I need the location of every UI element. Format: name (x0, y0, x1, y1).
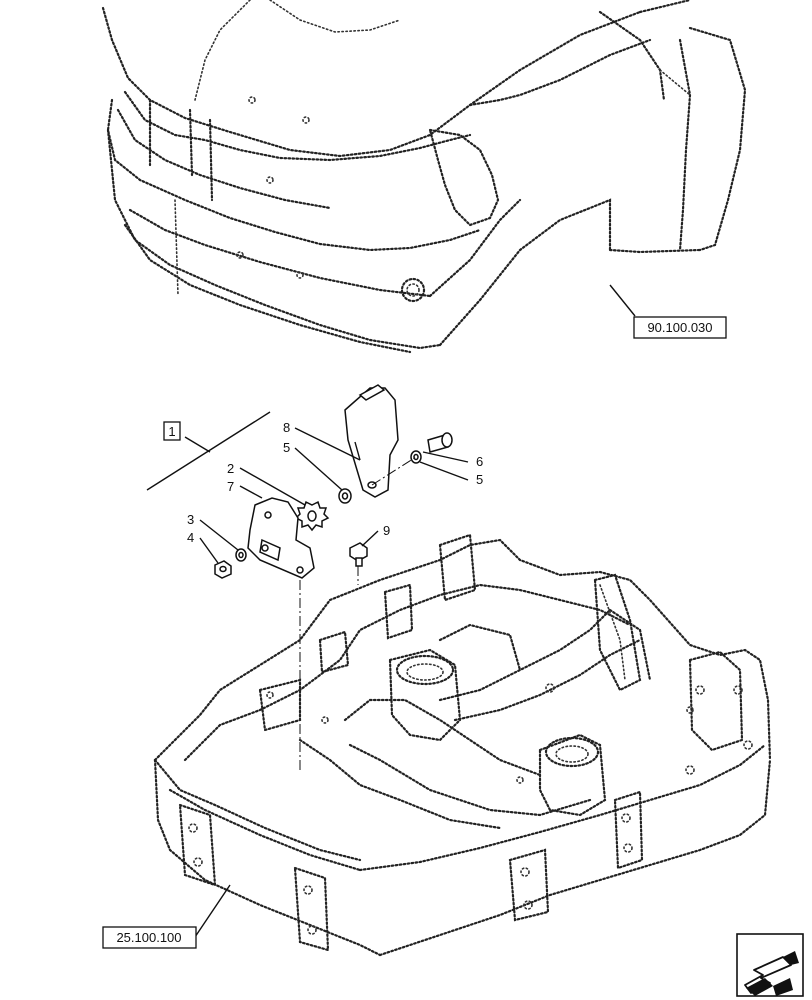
callout-8: 8 (283, 420, 290, 435)
next-page-arrow-icon[interactable] (736, 933, 804, 997)
frame-ref-leader (194, 884, 231, 938)
part-5-washer-right[interactable] (410, 450, 422, 464)
part-9-screw[interactable] (349, 542, 368, 567)
reference-box-cab[interactable]: 90.100.030 (633, 316, 727, 339)
part-8-bracket-plate[interactable] (344, 384, 399, 498)
cab-hood-drawing (101, 0, 747, 354)
reference-box-frame[interactable]: 25.100.100 (102, 926, 197, 949)
part-7-hinge-bracket[interactable] (247, 497, 315, 579)
callout-9: 9 (383, 523, 390, 538)
part-5-washer-left[interactable] (338, 488, 352, 504)
part-4-nut[interactable] (214, 560, 232, 579)
callout-6: 6 (476, 454, 483, 469)
part-3-washer[interactable] (235, 548, 247, 562)
assembly-centerlines (299, 456, 417, 770)
callout-4: 4 (187, 530, 194, 545)
callout-7: 7 (227, 479, 234, 494)
front-frame-drawing (153, 533, 772, 957)
reference-label-cab: 90.100.030 (647, 320, 712, 335)
callout-2: 2 (227, 461, 234, 476)
callout-5-right: 5 (476, 472, 483, 487)
group-box-label: 1 (168, 424, 175, 439)
callout-5-left: 5 (283, 440, 290, 455)
callout-leaders (199, 427, 469, 564)
part-2-star-washer[interactable] (294, 500, 330, 532)
part-6-bolt[interactable] (427, 432, 453, 453)
group-bracket (146, 411, 271, 491)
reference-label-frame: 25.100.100 (116, 930, 181, 945)
callout-numbers: 8 5 6 5 2 7 3 4 9 (187, 420, 483, 545)
callout-3: 3 (187, 512, 194, 527)
group-box-1[interactable]: 1 (163, 421, 181, 441)
